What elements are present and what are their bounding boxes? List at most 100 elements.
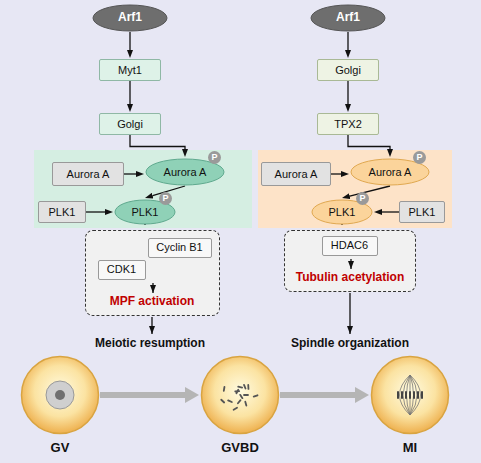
pathway-arrow [331, 173, 341, 174]
protein-box: Aurora A [261, 162, 331, 186]
node-label: Arf1 [336, 11, 360, 25]
cell-drawing [200, 355, 280, 435]
start-ellipse: Arf1 [310, 4, 386, 32]
start-ellipse: Arf1 [92, 4, 168, 32]
chromosome [245, 402, 246, 406]
phospho-ellipse: PLK1P [311, 199, 373, 225]
green-panel [34, 150, 252, 228]
node-label: GV [20, 441, 100, 456]
node-label: Cyclin B1 [156, 241, 202, 254]
chromosome [221, 400, 224, 403]
stage-label: Meiotic resumption [93, 336, 207, 350]
process-box: Golgi [99, 113, 161, 135]
nucleolus [55, 390, 65, 400]
protein-box: PLK1 [38, 201, 86, 223]
chromosome [405, 392, 407, 398]
process-box: TPX2 [317, 113, 379, 135]
flow-arrow [349, 293, 350, 334]
chromosome [413, 392, 415, 398]
node-label: PLK1 [132, 206, 159, 219]
oocyte-cell: GV [20, 355, 100, 435]
stage-label: Spindle organization [289, 336, 411, 350]
spindle-fiber [410, 375, 421, 415]
pathway-arrow [129, 32, 130, 50]
pathway-arrow [347, 81, 348, 104]
pathway-arrow [124, 173, 136, 174]
chromosome [247, 385, 249, 389]
process-box: Myt1 [99, 59, 161, 81]
pathway-arrow [382, 211, 399, 212]
node-label: TPX2 [334, 118, 362, 131]
node-label: Aurora A [164, 166, 207, 179]
protein-box: PLK1 [399, 201, 445, 223]
stage-arrow [100, 392, 185, 398]
node-label: Aurora A [369, 166, 412, 179]
node-label: PLK1 [409, 206, 436, 219]
chromosome [238, 386, 242, 389]
chromosome [244, 394, 248, 396]
inner-arrow [350, 259, 351, 269]
spindle-fiber [410, 375, 411, 415]
chromosome [397, 392, 399, 398]
chromosome [244, 385, 245, 389]
node-label: HDAC6 [331, 239, 368, 252]
node-label: Arf1 [118, 11, 142, 25]
phospho-ellipse: PLK1P [114, 199, 176, 225]
cell-drawing [370, 355, 450, 435]
pathway-arrow [130, 135, 185, 149]
complex-box: Tubulin acetylation HDAC6 [284, 230, 416, 292]
spindle-fiber [410, 375, 414, 415]
pathway-arrow [129, 81, 130, 104]
node-label: Tubulin acetylation [285, 271, 415, 285]
spindle-fiber [400, 375, 411, 415]
phospho-badge: P [356, 192, 369, 205]
node-label: PLK1 [49, 206, 76, 219]
protein-box: HDAC6 [322, 236, 378, 256]
chromosome [235, 390, 239, 392]
cell-body [372, 357, 449, 434]
node-label: Golgi [117, 118, 143, 131]
pathway-arrow [348, 135, 390, 149]
protein-box: Cyclin B1 [148, 238, 212, 258]
node-label: MPF activation [86, 295, 219, 309]
stage-arrow [280, 392, 355, 398]
node-label: CDK1 [107, 263, 136, 276]
chromosome [421, 392, 423, 398]
complex-box: MPF activation Cyclin B1 CDK1 [85, 230, 220, 316]
cell-body [22, 357, 99, 434]
node-label: Aurora A [67, 168, 110, 181]
process-box: Golgi [317, 59, 379, 81]
chromosome [238, 400, 241, 403]
chromosome [409, 392, 411, 398]
chromosome [401, 392, 403, 398]
chromosome [240, 395, 242, 398]
cell-body [202, 357, 279, 434]
node-label: Golgi [335, 64, 361, 77]
spindle-fiber [407, 375, 411, 415]
spindle-fiber [410, 375, 417, 415]
protein-box: Aurora A [52, 162, 124, 186]
node-label: Myt1 [118, 64, 142, 77]
chromosome [234, 408, 237, 410]
node-label: GVBD [200, 441, 280, 456]
phospho-badge: P [413, 151, 426, 164]
inner-arrow [152, 283, 153, 293]
cell-drawing [20, 355, 100, 435]
chromosome [223, 387, 225, 391]
oocyte-cell: GVBD [200, 355, 280, 435]
phospho-badge: P [159, 192, 172, 205]
node-label: MI [370, 441, 450, 456]
nucleus [46, 381, 74, 409]
flow-arrow [151, 317, 152, 334]
pathway-arrow [347, 32, 348, 50]
chromosome [254, 395, 258, 396]
node-label: PLK1 [329, 206, 356, 219]
oocyte-cell: MI [370, 355, 450, 435]
phospho-badge: P [208, 151, 221, 164]
chromosome [228, 400, 232, 402]
chromosome [417, 392, 419, 398]
protein-box: CDK1 [98, 260, 146, 280]
phospho-ellipse: Aurora AP [145, 158, 225, 186]
node-label: Aurora A [275, 168, 318, 181]
pathway-arrow [86, 211, 105, 212]
